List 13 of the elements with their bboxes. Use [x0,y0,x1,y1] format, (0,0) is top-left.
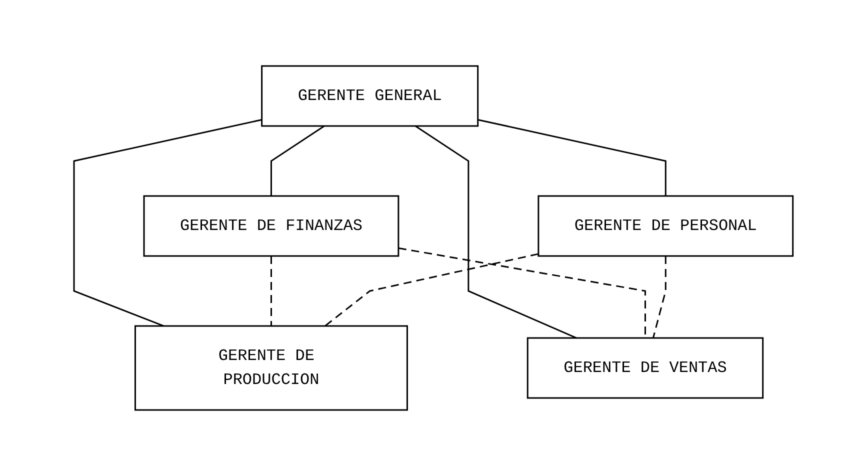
connector [414,124,576,338]
connector [652,256,666,338]
connector [270,124,324,196]
connector [398,246,646,338]
node-box: GERENTE GENERAL [260,64,478,126]
connector [324,252,538,326]
node-box: GERENTE DE PRODUCCION [134,324,408,410]
connector [72,118,262,326]
connector [477,118,666,196]
node-box: GERENTE DE VENTAS [526,336,764,398]
node-box: GERENTE DE PERSONAL [537,194,794,256]
node-box: GERENTE DE FINANZAS [142,194,399,256]
connector [270,256,272,326]
